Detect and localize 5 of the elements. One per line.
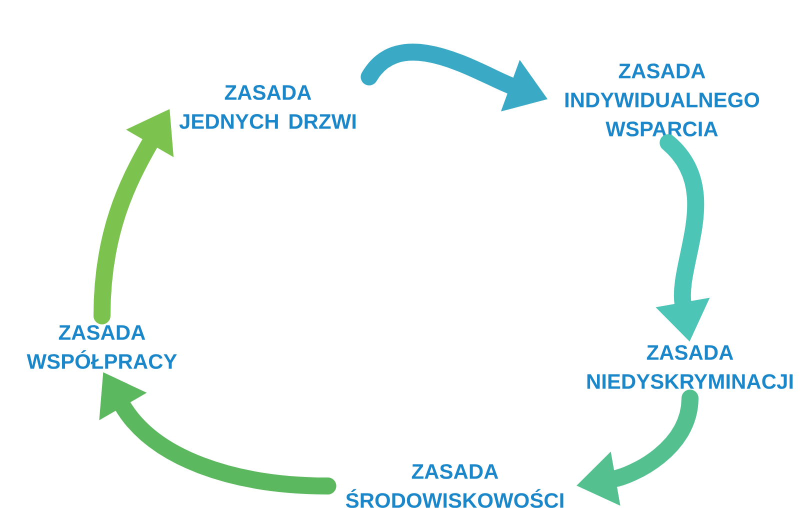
principle-label: ZASADA NIEDYSKRYMINACJI [587, 345, 793, 389]
principle-label: ZASADA WSPÓŁPRACY [26, 325, 177, 369]
principle-label: ZASADA JEDNYCH DRZWI [179, 85, 356, 129]
principle-label: ZASADA ŚRODOWISKOWOŚCI [346, 464, 564, 508]
principle-label: ZASADA INDYWIDUALNEGO WSPARCIA [565, 64, 760, 136]
